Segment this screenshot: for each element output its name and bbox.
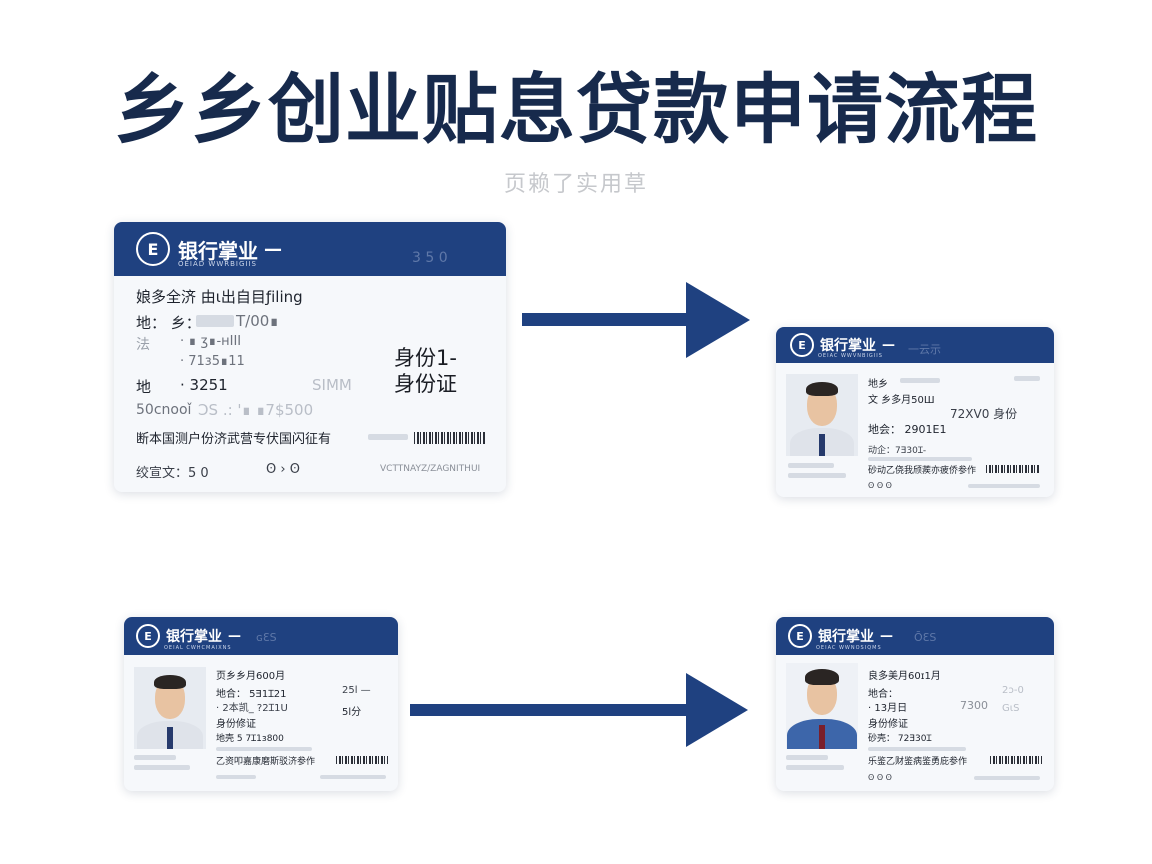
card-faint-r2: GιS: [1002, 703, 1020, 714]
arrow-right-icon: [410, 673, 748, 747]
redacted-field: [134, 755, 176, 760]
redacted-field: [868, 747, 966, 751]
card-header: E 银行掌业 — OEIAD WWRBIGIIS 3 5 0: [114, 222, 506, 276]
redacted-field: [868, 457, 972, 461]
card-line-2-value: T/00∎: [236, 312, 279, 330]
arrow-right-icon: [522, 282, 750, 358]
card-line-3-value: · ∎ ʒ∎-ʜIII: [180, 334, 242, 349]
redacted-field: [786, 755, 828, 760]
card-line-4: 身份修证: [868, 719, 908, 730]
bank-dash: —: [228, 628, 241, 644]
footer-icons: ʘ › ʘ: [266, 462, 300, 477]
card-line-6: 乙资叩嘉康磨斯驳济参作: [216, 757, 316, 767]
redacted-field: [134, 765, 190, 770]
redacted-field: [368, 434, 408, 440]
card-faint-right: SIMM: [312, 376, 352, 394]
card-line-1: 页乡乡月600月: [216, 671, 286, 682]
card-line-6: 乐鉴乙财鉴病鉴勇庇参作: [868, 757, 968, 767]
redacted-field: [196, 315, 234, 327]
footer-icons: ʘ ʘ ʘ: [868, 773, 892, 782]
bank-dash: —: [880, 628, 893, 644]
bank-logo-icon: E: [790, 333, 814, 357]
portrait-photo: [786, 374, 858, 456]
card-line-3: 法: [136, 337, 150, 353]
bank-subtitle: OEIAL CWHCMAIXNS: [164, 645, 232, 651]
card-line-3: · 13月日: [868, 703, 908, 714]
bank-subtitle: OEIAC WWNOSIQMS: [816, 645, 882, 651]
barcode: [986, 465, 1040, 473]
redacted-field: [900, 378, 940, 383]
card-header: E 银行掌业 — OEIAC WWVNBIGIIS 一云示: [776, 327, 1054, 363]
redacted-field: [968, 484, 1040, 488]
card-mid-text: 7300: [960, 699, 988, 712]
card-faint-r1: 2ɔ-0: [1002, 685, 1024, 696]
bank-logo-icon: E: [136, 232, 170, 266]
bank-dash: —: [882, 337, 895, 353]
redacted-field: [788, 473, 846, 478]
card-header: E 银行掌业 — OEIAL CWHCMAIXNS ɢƐS: [124, 617, 398, 655]
bank-subtitle: OEIAC WWVNBIGIIS: [818, 353, 883, 359]
card-line-4: 身份修证: [216, 719, 256, 730]
bank-name: 银行掌业: [820, 338, 876, 354]
card-line-3b-value: · 71ɜ5∎11: [180, 354, 245, 369]
card-step-2: E 银行掌业 — OEIAC WWVNBIGIIS 一云示 地乡 文 乡多月50…: [776, 327, 1054, 497]
band-faint-text: 一云示: [908, 343, 941, 356]
card-line-6: 断本国测户份济武营专伏国闪征有: [136, 432, 332, 447]
card-line-2: 地合： 5Ǝ1Ɪ21: [216, 689, 287, 700]
side-label-2: 身份证: [394, 372, 457, 396]
card-line-5: 50cnooǐ: [136, 402, 192, 418]
card-line-4: 地: [136, 378, 152, 396]
card-header: E 银行掌业 — OEIAC WWNOSIQMS ŌƐS: [776, 617, 1054, 655]
bank-logo-icon: E: [136, 624, 160, 648]
card-footer-right: VCTTNAYZ/ZAGNITHUI: [380, 464, 481, 474]
page-subtitle: 页赖了实用草: [503, 172, 648, 197]
card-line-1: 娘多全济 由ι出自目ƒiling: [136, 288, 303, 306]
card-line-3: · 2本凯_ ?2Ɪ1U: [216, 703, 288, 714]
page-title: 乡乡创业贴息贷款申请流程: [114, 65, 1038, 154]
bank-name: 银行掌业: [178, 238, 258, 263]
barcode: [336, 756, 388, 764]
bank-name: 银行掌业: [166, 629, 222, 645]
card-step-1: E 银行掌业 — OEIAD WWRBIGIIS 3 5 0 娘多全济 由ι出自…: [114, 222, 506, 492]
redacted-field: [216, 775, 256, 779]
portrait-photo: [134, 667, 206, 749]
card-line-1: 地乡: [868, 379, 888, 390]
footer-icons: ʘ ʘ ʘ: [868, 481, 892, 490]
card-line-5: 地壳 5 7Ɪ1ɜ800: [216, 734, 284, 744]
bank-logo-icon: E: [788, 624, 812, 648]
band-faint-text: ŌƐS: [914, 631, 937, 644]
barcode: [990, 756, 1042, 764]
redacted-field: [216, 747, 312, 751]
card-mid-text: 72XV0 身份: [950, 407, 1018, 421]
side-label-1: 身份1-: [394, 346, 457, 370]
redacted-field: [786, 765, 844, 770]
card-line-5-value: ƆS .: '∎ ∎7$500: [198, 401, 314, 419]
card-line-4-value: · 3251: [180, 376, 228, 394]
barcode: [414, 432, 486, 444]
card-mid-1: 25l —: [342, 685, 371, 696]
bank-name: 银行掌业: [818, 629, 874, 645]
band-faint-text: ɢƐS: [256, 631, 277, 644]
card-line-3: 地会： 2901E1: [868, 423, 947, 436]
card-line-5: 砂壳： 72Ǝ30Ɪ: [868, 734, 932, 744]
card-line-1: 良多美月60ɪ1月: [868, 671, 941, 682]
redacted-field: [320, 775, 386, 779]
band-faint-text: 3 5 0: [412, 250, 448, 266]
card-footer-text: 绞宣文：5 0: [136, 466, 209, 481]
bank-subtitle: OEIAD WWRBIGIIS: [178, 260, 257, 268]
redacted-field: [788, 463, 834, 468]
card-step-3: E 银行掌业 — OEIAL CWHCMAIXNS ɢƐS 页乡乡月600月 地…: [124, 617, 398, 791]
redacted-field: [1014, 376, 1040, 381]
card-step-4: E 银行掌业 — OEIAC WWNOSIQMS ŌƐS 良多美月60ɪ1月 2…: [776, 617, 1054, 791]
bank-dash: —: [264, 238, 282, 260]
card-line-2: 地： 乡：: [136, 314, 201, 332]
card-line-2: 地合：: [868, 689, 898, 700]
redacted-field: [974, 776, 1040, 780]
card-line-4: 动企：7Ǝ30Ɪ-: [868, 446, 927, 456]
card-line-2: 文 乡多月50Ш: [868, 395, 935, 406]
portrait-photo: [786, 663, 858, 749]
card-mid-2: 5l分: [342, 707, 362, 718]
card-line-5: 砂动乙侥我颀蒺亦疲侨参作: [868, 466, 977, 476]
